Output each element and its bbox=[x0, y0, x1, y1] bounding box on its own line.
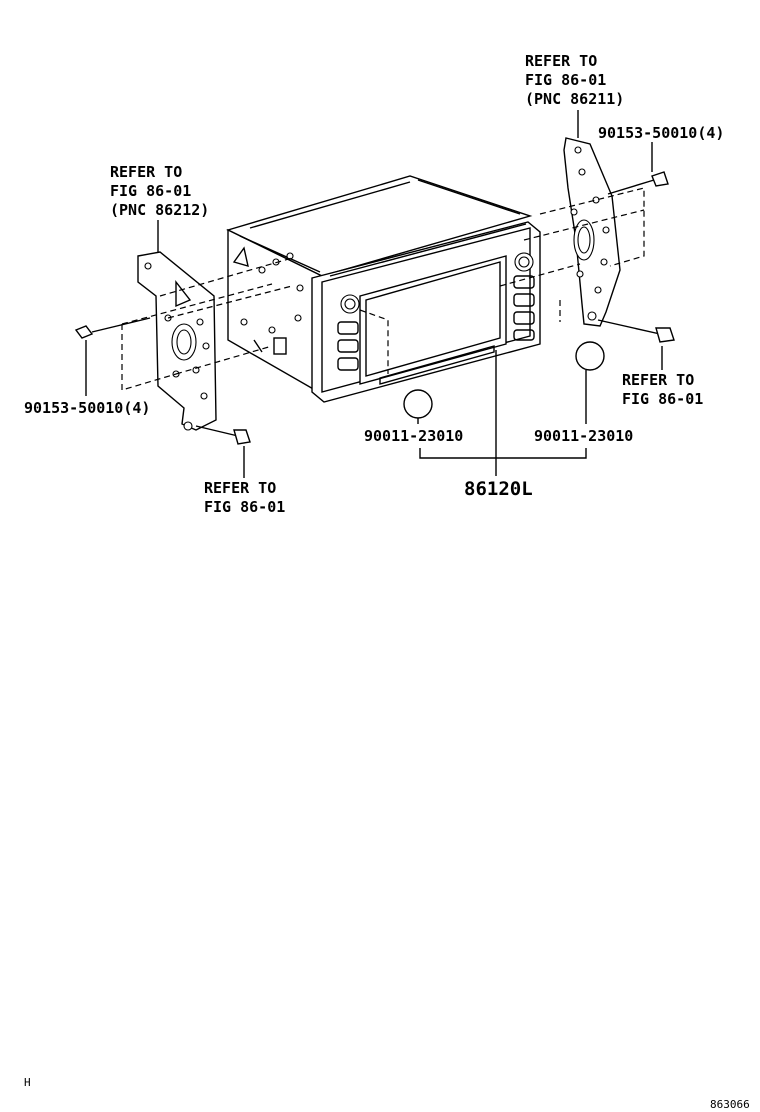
cap-right-label: 90011-23010 bbox=[534, 427, 633, 445]
bolt-left-label: 90153-50010(4) bbox=[24, 399, 150, 417]
audio-head-unit bbox=[226, 175, 541, 403]
figure-code: 863066 bbox=[710, 1098, 750, 1111]
alignment-guides bbox=[121, 187, 645, 391]
refer-left-line2: FIG 86-01 bbox=[110, 182, 191, 200]
bolt-right-label: 90153-50010(4) bbox=[598, 124, 724, 142]
left-mounting-bracket bbox=[137, 251, 217, 431]
refer-left-line3: (PNC 86212) bbox=[110, 201, 209, 219]
refer-right-line2: FIG 86-01 bbox=[525, 71, 606, 89]
refer-right-line3: (PNC 86211) bbox=[525, 90, 624, 108]
leader-lines bbox=[85, 110, 663, 478]
left-cap bbox=[403, 389, 433, 419]
right-lower-screw bbox=[597, 319, 675, 343]
right-bolt bbox=[607, 171, 669, 195]
refer-right-screw-line2: FIG 86-01 bbox=[622, 390, 703, 408]
right-mounting-bracket bbox=[563, 137, 621, 327]
cap-left-label: 90011-23010 bbox=[364, 427, 463, 445]
main-part-label: 86120L bbox=[464, 478, 533, 500]
refer-left-screw-line1: REFER TO bbox=[204, 479, 276, 497]
corner-mark: H bbox=[24, 1076, 31, 1089]
left-lower-screw bbox=[195, 425, 251, 445]
refer-right-line1: REFER TO bbox=[525, 52, 597, 70]
refer-left-screw-line2: FIG 86-01 bbox=[204, 498, 285, 516]
right-cap bbox=[575, 341, 605, 371]
refer-right-screw-line1: REFER TO bbox=[622, 371, 694, 389]
left-bolt bbox=[74, 317, 151, 339]
refer-left-line1: REFER TO bbox=[110, 163, 182, 181]
